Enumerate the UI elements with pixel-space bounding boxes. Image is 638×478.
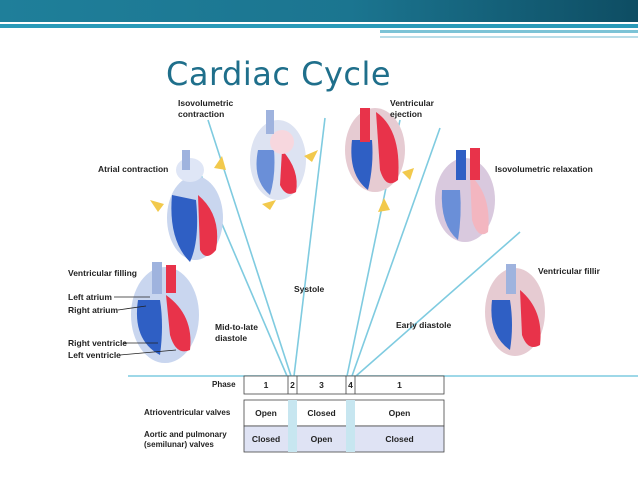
semilunar-valves-cell: Open <box>310 434 333 444</box>
heart-ventricular-filling-right <box>485 264 545 356</box>
phase-cell: 1 <box>397 380 402 390</box>
label-mid-to-late-diastole: Mid-to-late diastole <box>215 322 258 343</box>
arrow-icon <box>378 198 390 212</box>
arrow-icon <box>214 156 226 170</box>
label-left-atrium: Left atrium <box>68 292 112 302</box>
av-valves-cell: Open <box>388 408 411 418</box>
label-atrial-contraction: Atrial contraction <box>98 164 169 174</box>
header-rule-tertiary <box>380 36 638 38</box>
av-valves-cell: Closed <box>307 408 336 418</box>
label-left-ventricle: Left ventricle <box>68 350 121 360</box>
label-right-ventricle: Right ventricle <box>68 338 128 348</box>
heart-atrial-contraction <box>167 150 223 262</box>
page-title: Cardiac Cycle <box>166 55 392 93</box>
av-valves-cell: Open <box>255 408 277 418</box>
ray-systole-left <box>293 117 326 377</box>
label-isovolumetric-relaxation: Isovolumetric relaxation <box>495 164 593 174</box>
pressure-arrows <box>150 150 414 212</box>
label-systole: Systole <box>294 284 325 294</box>
arrow-icon <box>150 200 164 212</box>
label-early-diastole: Early diastole <box>396 320 452 330</box>
valve-table-grid <box>243 375 445 453</box>
phase-cell: 2 <box>290 380 295 390</box>
phase-row-label: Phase <box>212 380 236 389</box>
arrow-icon <box>262 200 276 210</box>
chamber-pointers <box>114 296 177 356</box>
heart-ventricular-filling-left <box>131 262 199 363</box>
label-ventricular-filling-right: Ventricular fillir <box>538 266 600 276</box>
label-ventricular-filling: Ventricular filling <box>68 268 137 278</box>
semilunar-valves-cell: Closed <box>385 434 414 444</box>
header-rule <box>0 24 638 28</box>
phase-cell: 4 <box>348 380 353 390</box>
arrow-icon <box>402 168 414 180</box>
header-bar <box>0 0 638 22</box>
ray-isovolumetric-relaxation <box>351 127 441 377</box>
phase-rays <box>197 117 521 377</box>
phase-cell: 3 <box>319 380 324 390</box>
semilunar-valves-row-label: Aortic and pulmonary (semilunar) valves <box>144 430 227 449</box>
label-isovolumetric-contraction: Isovolumetric contraction <box>178 98 234 119</box>
label-ventricular-ejection: Ventricular ejection <box>390 98 434 119</box>
av-valves-row-label: Atrioventricular valves <box>144 408 231 417</box>
header-rule-secondary <box>380 30 638 33</box>
label-right-atrium: Right atrium <box>68 305 119 315</box>
heart-isovolumetric-relaxation <box>435 148 495 242</box>
heart-ventricular-ejection <box>345 108 405 192</box>
arrow-icon <box>304 150 318 162</box>
ray-early-diastole <box>355 231 521 377</box>
phase-cell: 1 <box>263 380 269 390</box>
heart-isovolumetric-contraction <box>250 110 306 200</box>
semilunar-valves-cell: Closed <box>251 434 281 444</box>
